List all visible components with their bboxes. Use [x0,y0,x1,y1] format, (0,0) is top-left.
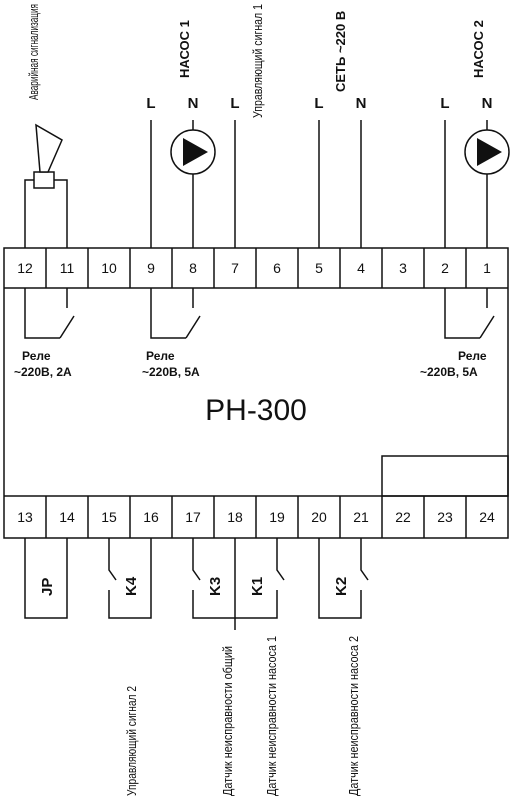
contact-k3 [192,538,236,619]
terminal-24: 24 [479,509,495,525]
terminal-12: 12 [17,260,33,276]
fault-common-label: Датчик неисправности общий [220,646,235,796]
contact-k2 [318,538,362,619]
terminal-6: 6 [273,260,281,276]
fault-pump2-label: Датчик неисправности насоса 2 [346,636,361,796]
k1-label: K1 [249,577,266,596]
relay-pump2-rating: ~220В, 5А [420,365,478,379]
pump2-icon [464,129,510,175]
terminal-14: 14 [59,509,75,525]
phase-label: L [230,95,239,112]
phase-label: L [146,95,155,112]
terminal-8: 8 [189,260,197,276]
indicator-window [381,455,509,497]
mains-label: СЕТЬ ~220 В [333,11,348,92]
terminal-11: 11 [60,260,75,276]
terminal-15: 15 [101,509,117,525]
terminal-21: 21 [353,509,369,525]
pump2-label: НАСОС 2 [471,20,486,78]
pump1-icon [170,129,216,175]
terminal-10: 10 [101,260,117,276]
terminal-23: 23 [437,509,453,525]
terminal-18: 18 [227,509,243,525]
k3-label: K3 [207,577,224,596]
relay-pump2-contact [444,288,480,339]
phase-label: L [314,95,323,112]
pump1-arrow-icon [183,138,208,166]
fault-pump1-label: Датчик неисправности насоса 1 [264,636,279,796]
contact-k4 [108,538,152,619]
terminal-13: 13 [17,509,33,525]
device-model: PH-300 [205,394,307,427]
relay-pump2-label: Реле [458,349,487,363]
terminal-4: 4 [357,260,365,276]
terminal-19: 19 [269,509,285,525]
device-body [3,247,509,539]
terminal-5: 5 [315,260,323,276]
terminal-2: 2 [441,260,449,276]
terminal-17: 17 [185,509,201,525]
relay-pump1-label: Реле [146,349,175,363]
alarm-label: Аварийная сигнализация [26,4,41,100]
terminal-9: 9 [147,260,155,276]
control-signal2-label: Управляющий сигнал 2 [124,686,139,796]
jp-label: JP [39,578,56,596]
terminal-7: 7 [231,260,239,276]
phase-label: L [440,95,449,112]
relay-pump1-contact [150,288,186,339]
pump1-label: НАСОС 1 [177,20,192,78]
terminal-22: 22 [395,509,411,525]
relay-pump1-rating: ~220В, 5А [142,365,200,379]
jumper-jp [24,538,68,619]
relay-alarm-label: Реле [22,349,51,363]
k2-label: K2 [333,577,350,596]
relay-alarm-contact [24,288,60,339]
k4-label: K4 [123,576,140,596]
neutral-label: N [482,95,493,112]
relay-alarm-rating: ~220В, 2А [14,365,72,379]
terminal-1: 1 [483,260,491,276]
neutral-label: N [188,95,199,112]
terminal-16: 16 [143,509,159,525]
alarm-horn-icon [35,123,63,173]
contact-k1 [235,590,278,619]
pump2-arrow-icon [477,138,502,166]
neutral-label: N [356,95,367,112]
terminal-20: 20 [311,509,327,525]
control-signal1-label: Управляющий сигнал 1 [250,4,265,118]
terminal-3: 3 [399,260,407,276]
alarm-horn-icon [33,171,55,189]
